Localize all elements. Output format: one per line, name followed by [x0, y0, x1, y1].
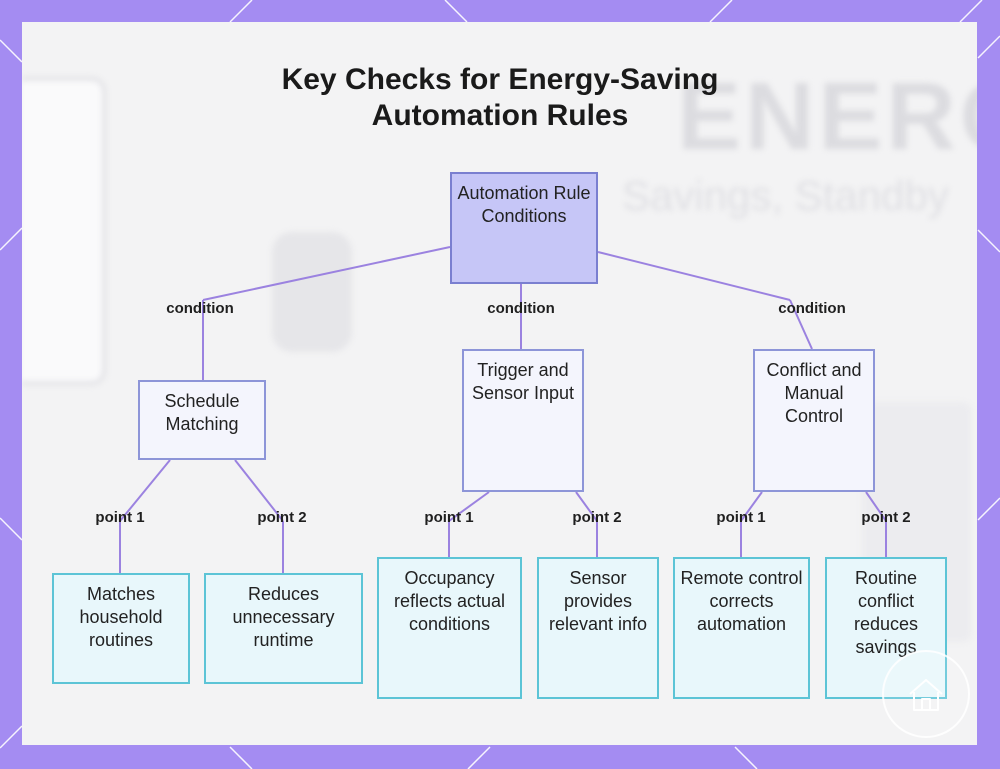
- condition-node: Trigger and Sensor Input: [462, 349, 584, 492]
- root-node: Automation Rule Conditions: [450, 172, 598, 284]
- edge-label: condition: [778, 300, 846, 317]
- point-node: Remote control corrects automation: [673, 557, 810, 699]
- point-node-label: Remote control corrects automation: [680, 568, 803, 634]
- condition-node: Schedule Matching: [138, 380, 266, 460]
- edge-label: point 1: [716, 509, 766, 526]
- point-node: Matches household routines: [52, 573, 190, 684]
- diagram-title: Key Checks for Energy-Saving Automation …: [281, 63, 719, 132]
- edge-label: condition: [166, 300, 234, 317]
- edge-label: point 2: [257, 509, 307, 526]
- edge-label: point 1: [95, 509, 145, 526]
- point-node-label: Matches household routines: [79, 584, 163, 650]
- point-node: Occupancy reflects actual conditions: [377, 557, 522, 699]
- condition-node-label: Conflict and Manual Control: [766, 360, 862, 426]
- connector-branch-to-point: [448, 491, 490, 522]
- background-shape: [272, 232, 352, 352]
- point-node-label: Routine conflict reduces savings: [853, 568, 919, 657]
- point-node-label: Reduces unnecessary runtime: [232, 584, 335, 650]
- connector-branch-to-point: [865, 491, 887, 522]
- condition-node: Conflict and Manual Control: [753, 349, 875, 492]
- connector-branch-to-point: [740, 491, 763, 522]
- connector-root-to-branch: [789, 299, 813, 350]
- root-node-label: Automation Rule Conditions: [457, 183, 591, 226]
- background-text-small: Savings, Standby: [622, 172, 949, 219]
- point-node-label: Occupancy reflects actual conditions: [393, 568, 506, 634]
- connector-branch-to-point: [575, 491, 598, 522]
- edge-label: point 1: [424, 509, 474, 526]
- edge-label: condition: [487, 300, 555, 317]
- connector-branch-to-point: [119, 459, 171, 522]
- condition-node-label: Trigger and Sensor Input: [471, 360, 575, 403]
- connector-branch-to-point: [234, 459, 284, 522]
- background-device: [22, 77, 106, 385]
- connector-root-to-branch: [597, 251, 791, 301]
- point-node: Sensor provides relevant info: [537, 557, 659, 699]
- home-icon: [909, 679, 943, 711]
- edge-label: point 2: [861, 509, 911, 526]
- home-badge: [882, 650, 970, 738]
- connector-root-to-branch: [202, 246, 451, 301]
- background-text-large: ENERG: [677, 63, 977, 170]
- condition-node-label: Schedule Matching: [164, 391, 240, 434]
- edge-label: point 2: [572, 509, 622, 526]
- point-node: Reduces unnecessary runtime: [204, 573, 363, 684]
- point-node-label: Sensor provides relevant info: [548, 568, 648, 634]
